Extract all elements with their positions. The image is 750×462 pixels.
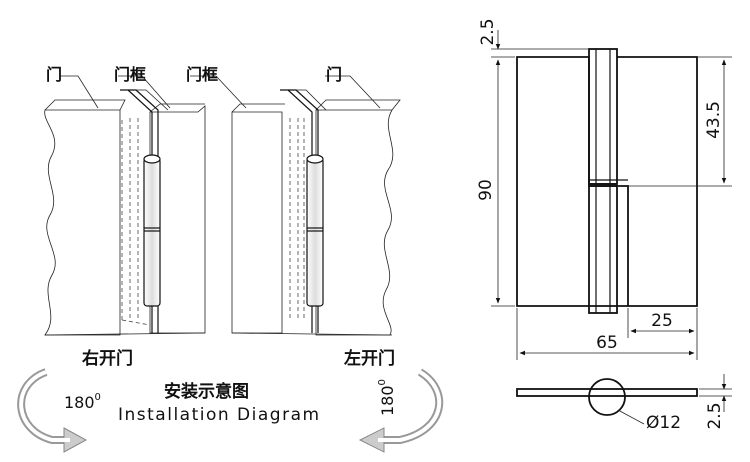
dimension-pin-diameter: Ø12 (646, 413, 681, 433)
angle-right-open: 1800 (64, 392, 101, 412)
hinge-front-view (516, 48, 698, 314)
svg-text:25: 25 (651, 311, 673, 331)
frame-panel-right (231, 111, 283, 334)
label-right-open: 右开门 (82, 348, 133, 369)
title-en: Installation Diagram (118, 405, 321, 425)
svg-text:2.5: 2.5 (705, 402, 725, 429)
hinge-pin-right (306, 157, 324, 307)
svg-text:90: 90 (476, 179, 496, 201)
left-open-door-drawing (190, 75, 401, 336)
title-cn: 安装示意图 (164, 381, 249, 402)
dimension-width-total: 65 (516, 308, 695, 360)
dimension-thickness: 2.5 (699, 374, 732, 430)
hinge-top-view: Ø12 (516, 378, 698, 433)
dimension-top-gap: 2.5 (478, 18, 589, 50)
dimension-upper-leaf: 43.5 (628, 56, 732, 187)
dimension-height-total: 90 (476, 56, 515, 307)
dimension-leaf-width: 25 (627, 308, 698, 360)
door-panel-right (315, 109, 394, 336)
label-door-1: 门 (46, 65, 62, 84)
label-left-open: 左开门 (344, 348, 395, 369)
svg-text:2.5: 2.5 (478, 18, 498, 45)
rotation-arrow-left-open (358, 368, 444, 453)
label-frame-2: 门框 (186, 65, 218, 84)
svg-text:65: 65 (596, 333, 618, 353)
angle-left-open: 1800 (377, 379, 397, 416)
door-panel-left (44, 109, 121, 336)
hinge-pin-left (143, 157, 161, 307)
rotation-arrow-right-open (17, 368, 88, 453)
label-frame-1: 门框 (114, 65, 146, 84)
right-open-door-drawing (44, 75, 206, 336)
label-door-2: 门 (326, 65, 342, 84)
svg-text:43.5: 43.5 (704, 101, 724, 139)
